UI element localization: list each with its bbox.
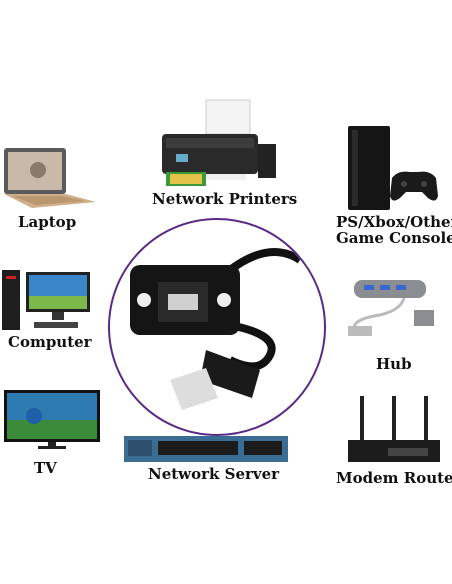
game-console-label-line1: PS/Xbox/Other bbox=[336, 213, 452, 231]
network-switch-icon bbox=[124, 436, 288, 462]
desktop-computer-icon bbox=[2, 268, 94, 332]
computer-label: Computer bbox=[8, 333, 92, 351]
router-icon bbox=[348, 394, 440, 466]
ethernet-extension-cable-icon bbox=[130, 248, 303, 410]
hub-label: Hub bbox=[376, 355, 412, 373]
game-console-label-line2: Game Console bbox=[336, 229, 452, 247]
usb-hub-icon bbox=[344, 270, 440, 342]
game-console-icon bbox=[344, 120, 438, 212]
network-server-label: Network Server bbox=[148, 465, 280, 483]
modem-router-label: Modem Router bbox=[336, 469, 452, 487]
tv-icon bbox=[4, 390, 100, 450]
printer-icon bbox=[156, 98, 280, 190]
laptop-label: Laptop bbox=[18, 213, 77, 231]
network-printers-label: Network Printers bbox=[152, 190, 298, 208]
tv-label: TV bbox=[34, 459, 57, 477]
cable-circle bbox=[108, 218, 326, 436]
laptop-icon bbox=[2, 146, 98, 212]
